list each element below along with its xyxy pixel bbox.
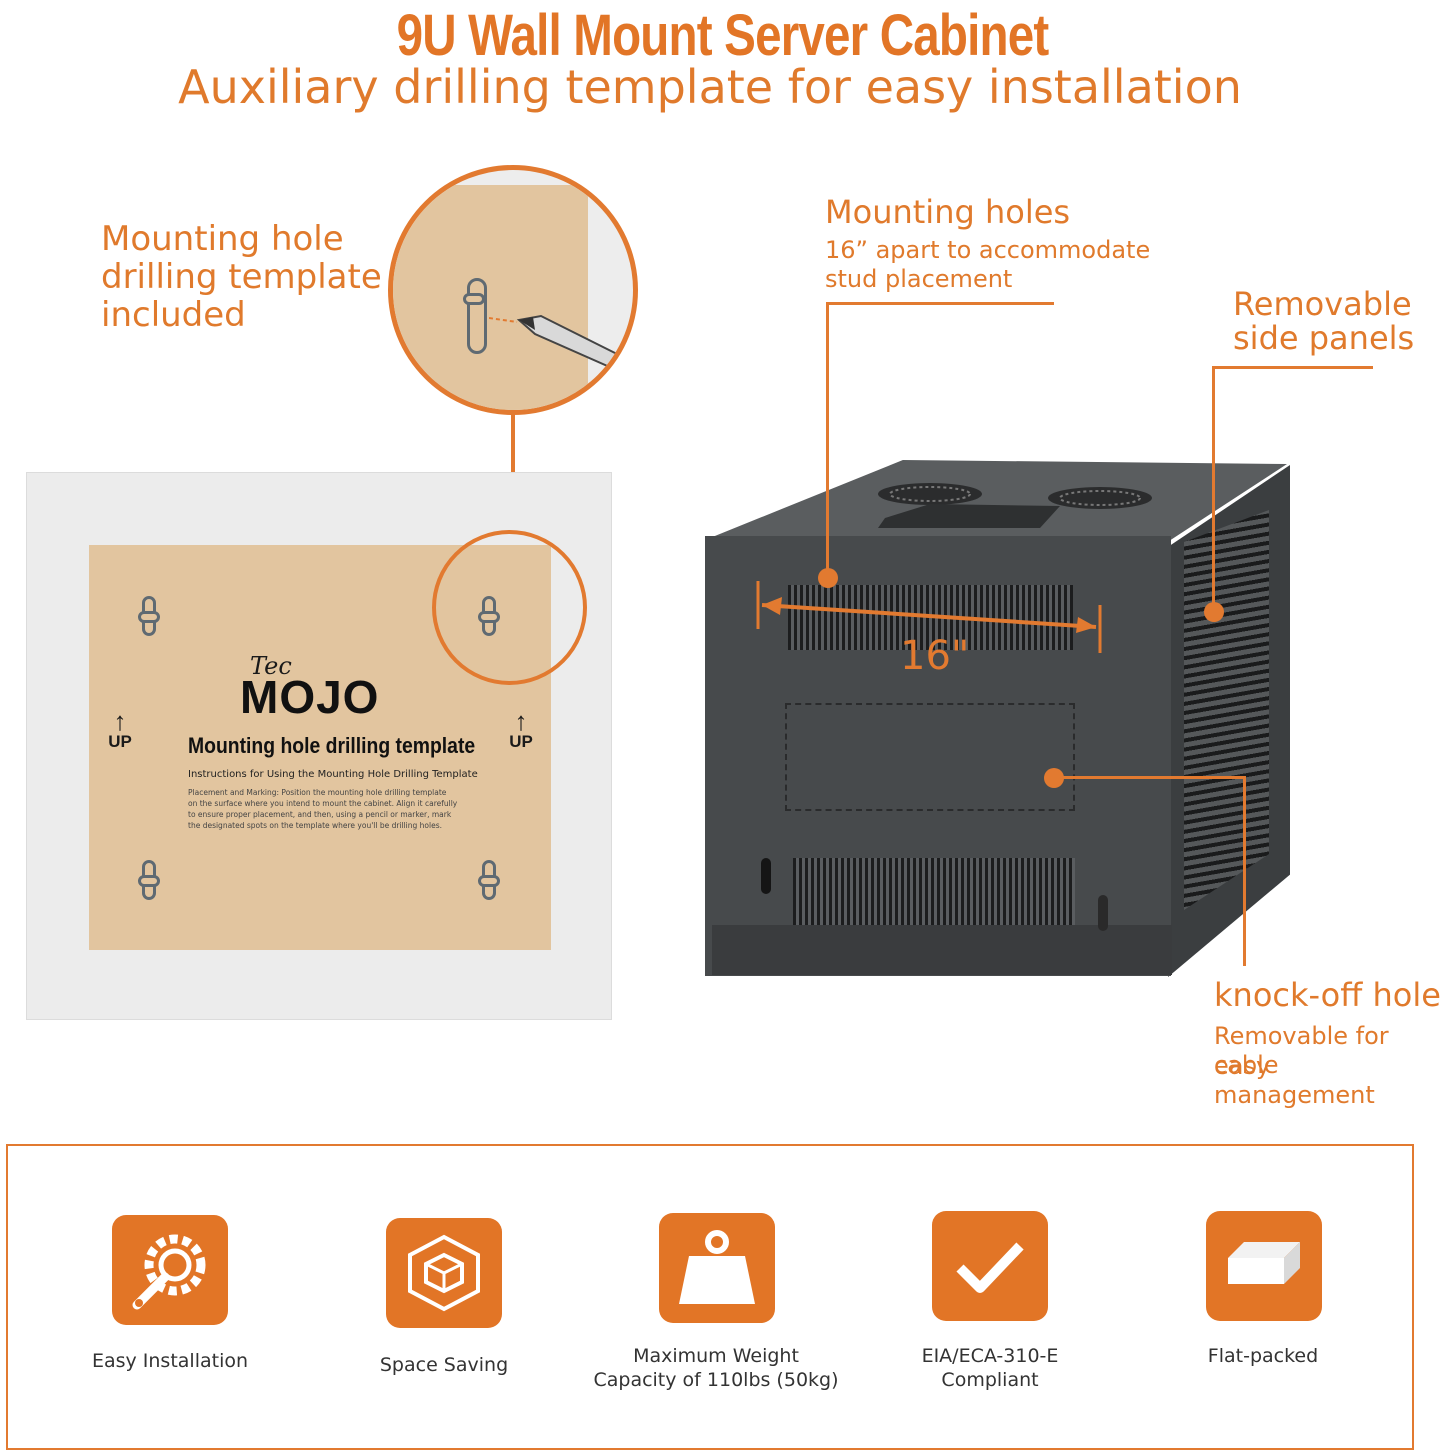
side-panels-leader-v — [1212, 366, 1215, 604]
measurement-label: 16" — [900, 633, 970, 679]
template-instructions-heading: Instructions for Using the Mounting Hole… — [188, 769, 478, 780]
zoom-highlight-ring — [432, 530, 587, 685]
mounting-holes-detail-2: stud placement — [825, 265, 1013, 293]
feature-label: Compliant — [941, 1369, 1039, 1391]
keyhole-slot-bottom-left — [138, 860, 160, 900]
keyhole-slot-bottom-right — [478, 860, 500, 900]
side-panels-title-2: side panels — [1233, 319, 1415, 357]
zoom-keyhole-slot — [463, 278, 487, 354]
mounting-holes-title: Mounting holes — [825, 193, 1071, 231]
up-marker-left: ↑ UP — [105, 706, 135, 752]
keyhole-slot-top-left — [138, 596, 160, 636]
knockoff-detail-2: cable management — [1214, 1051, 1375, 1109]
checkmark-icon — [932, 1211, 1048, 1321]
knockoff-leader-v — [1243, 776, 1246, 966]
cabinet-mount-slot — [761, 858, 771, 894]
side-panels-dot — [1204, 602, 1224, 622]
mounting-holes-dot — [818, 568, 838, 588]
template-title: Mounting hole drilling template — [188, 733, 476, 758]
knockoff-detail-1: Removable for easy — [1214, 1022, 1389, 1080]
side-panels-leader-h — [1212, 366, 1373, 369]
up-label: UP — [108, 732, 132, 751]
feature-label: Space Saving — [379, 1354, 509, 1376]
brand-mojo: MOJO — [240, 671, 380, 723]
page-title: 9U Wall Mount Server Cabinet — [396, 3, 1050, 68]
feature-label: Flat-packed — [1207, 1345, 1319, 1367]
feature-label: Maximum Weight — [633, 1345, 799, 1367]
cube-icon — [386, 1218, 502, 1328]
knockoff-leader-h — [1060, 776, 1246, 779]
zoom-detail-circle — [388, 165, 638, 415]
knockoff-dot — [1044, 768, 1064, 788]
gear-wrench-icon — [112, 1215, 228, 1325]
knockoff-title: knock-off hole — [1214, 976, 1441, 1014]
mounting-holes-leader-v — [826, 302, 829, 578]
up-marker-right: ↑ UP — [506, 706, 536, 752]
up-arrow-icon: ↑ — [514, 706, 528, 736]
cabinet-fans — [878, 483, 1152, 528]
mounting-holes-leader-h — [826, 302, 1054, 305]
pencil-icon — [489, 314, 631, 374]
zoom-paper — [393, 185, 588, 410]
measurement-arrow — [756, 581, 1102, 653]
feature-label: Capacity of 110lbs (50kg) — [593, 1369, 839, 1391]
mounting-holes-detail-1: 16” apart to accommodate — [825, 236, 1151, 264]
features-box — [6, 1144, 1414, 1450]
template-instructions-body: Placement and Marking: Position the moun… — [188, 788, 458, 830]
up-label: UP — [509, 732, 533, 751]
cabinet-base — [712, 925, 1172, 975]
side-panels-title-1: Removable — [1233, 285, 1412, 323]
weight-icon — [659, 1213, 775, 1323]
cabinet-mount-slot — [1098, 895, 1108, 931]
knockoff-panel — [785, 703, 1075, 811]
template-callout: Mounting hole drilling template included — [101, 219, 382, 336]
feature-label: Easy Installation — [91, 1350, 249, 1372]
feature-label: EIA/ECA-310-E — [921, 1345, 1059, 1367]
brand-tec: Tec — [250, 652, 292, 680]
page-subtitle: Auxiliary drilling template for easy ins… — [178, 60, 1242, 114]
side-panel-vent — [1184, 510, 1269, 910]
up-arrow-icon: ↑ — [113, 706, 127, 736]
flat-box-icon — [1206, 1211, 1322, 1321]
